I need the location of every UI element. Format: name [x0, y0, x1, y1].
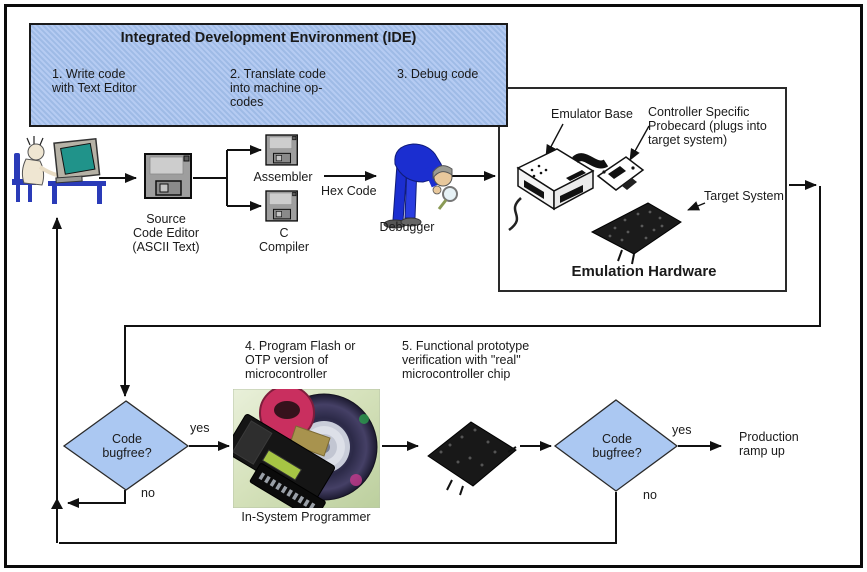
ide-step-3: 3. Debug code	[397, 67, 479, 81]
decision-1-label: Code bugfree?	[102, 432, 152, 460]
c-compiler-label: C Compiler	[258, 226, 309, 254]
hex-code-label: Hex Code	[321, 184, 377, 198]
step-5-label: 5. Functional prototype verification wit…	[402, 339, 530, 381]
production-ramp-up-label: Production ramp up	[739, 430, 799, 458]
emulator-base-label: Emulator Base	[551, 107, 633, 121]
decision-2-yes-label: yes	[672, 423, 692, 437]
assembler-label: Assembler	[253, 170, 313, 184]
ide-box	[29, 23, 508, 127]
source-code-editor-label: Source Code Editor (ASCII Text)	[132, 212, 200, 254]
decision-2-label: Code bugfree?	[592, 432, 642, 460]
target-system-label: Target System	[704, 189, 784, 203]
decision-2-no-label: no	[643, 488, 657, 502]
ide-box-title: Integrated Development Environment (IDE)	[120, 30, 417, 46]
emulation-hardware-title: Emulation Hardware	[571, 263, 717, 280]
isp-caption: In-System Programmer	[241, 510, 371, 524]
diagram-outer-border	[4, 4, 863, 568]
debugger-label: Debugger	[379, 220, 435, 234]
probecard-label: Controller Specific Probecard (plugs int…	[648, 105, 767, 147]
decision-1-no-label: no	[141, 486, 155, 500]
ide-step-1: 1. Write code with Text Editor	[52, 67, 137, 95]
step-4-label: 4. Program Flash or OTP version of micro…	[245, 339, 356, 381]
decision-1-yes-label: yes	[190, 421, 210, 435]
ide-step-2: 2. Translate code into machine op- codes	[230, 67, 326, 109]
